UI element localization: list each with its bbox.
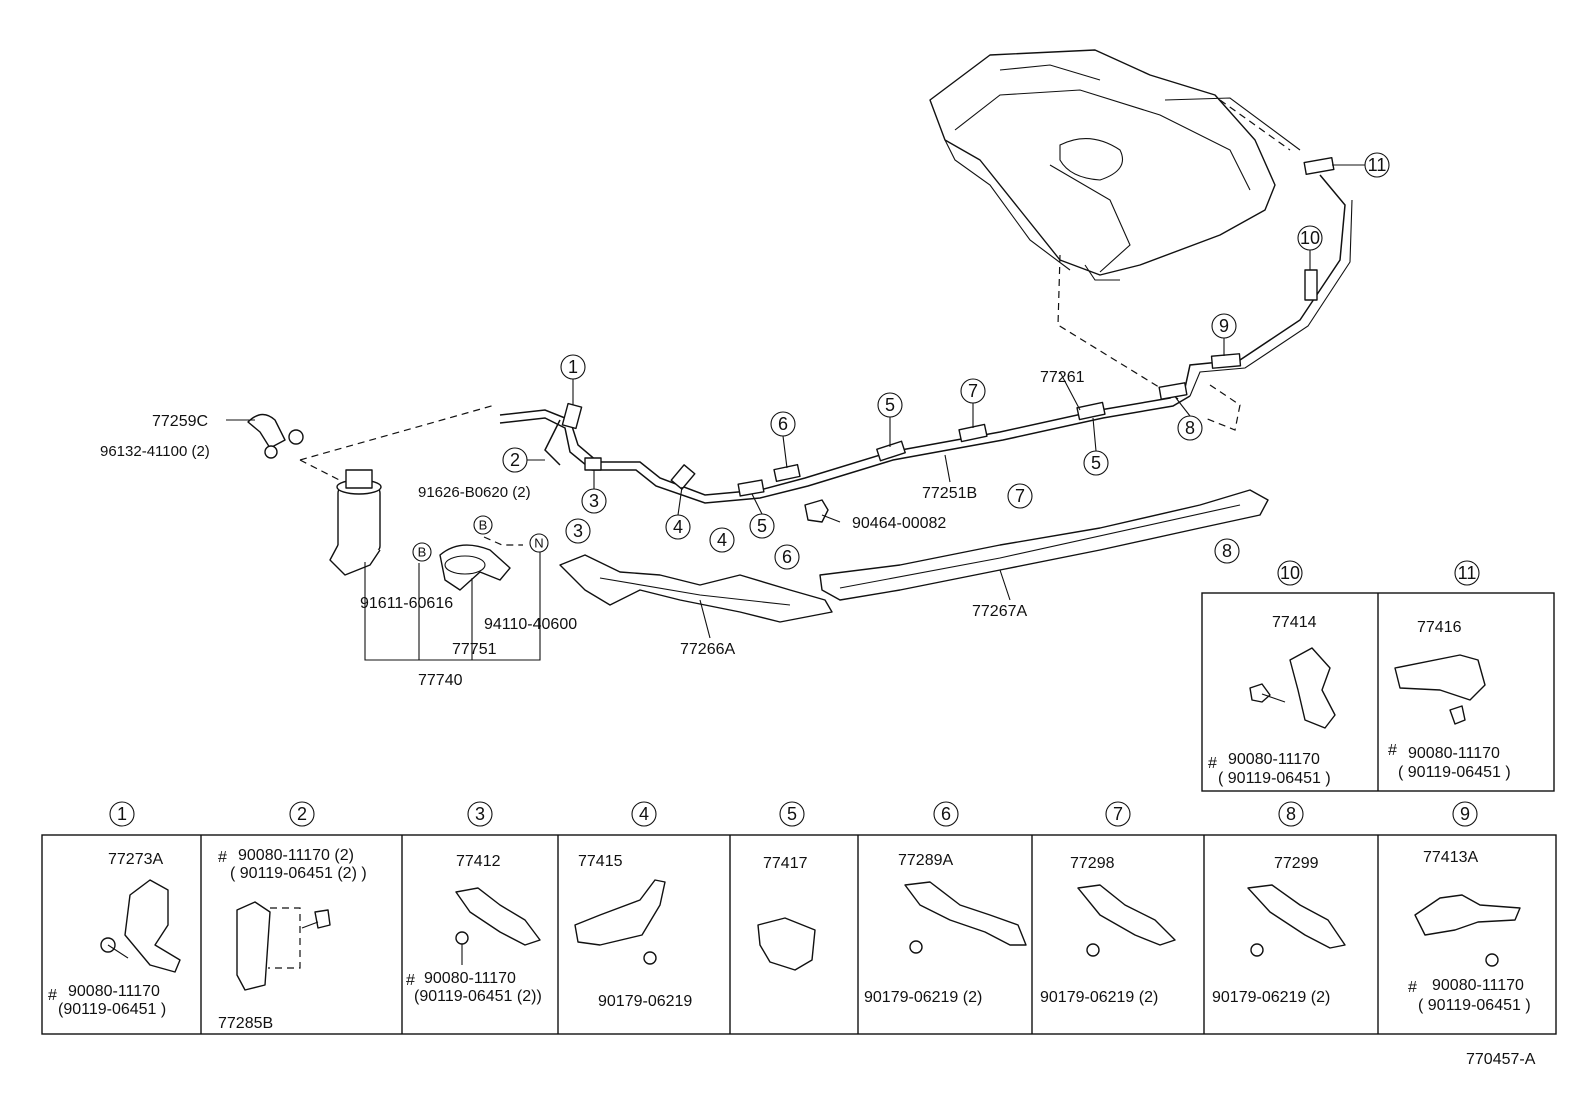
label-protector-rear: 77267A — [972, 603, 1027, 620]
side-10-alt: ( 90119-06451 ) — [1218, 770, 1331, 787]
side-10-bolt: 90080-11170 — [1228, 751, 1320, 768]
letter-b-upper: B — [479, 518, 488, 533]
label-tube-sub: 77251B — [922, 485, 977, 502]
panel-3-hash: # — [406, 972, 415, 989]
label-clamp: 96132-41100 (2) — [100, 443, 210, 460]
panel-4-bolt: 90179-06219 — [598, 993, 692, 1010]
main-callouts: 1 2 3 3 4 4 5 5 5 6 6 7 7 8 8 9 10 11 — [502, 152, 1390, 570]
panel-9-bolt: 90080-11170 — [1432, 977, 1524, 994]
panel-9-part: 77413A — [1423, 849, 1478, 866]
panel-2-part: 77285B — [218, 1015, 273, 1032]
panel-1-hash: # — [48, 987, 57, 1004]
panel-5-num: 5 — [787, 804, 797, 824]
letter-callouts: B B N — [412, 515, 549, 562]
label-bracket: 77751 — [452, 641, 497, 658]
callout-7a: 7 — [968, 381, 978, 401]
callout-3a: 3 — [589, 491, 599, 511]
panel-4-part: 77415 — [578, 853, 623, 870]
hose-and-clamp — [226, 413, 304, 459]
callout-3b: 3 — [573, 521, 583, 541]
panel-7-part: 77298 — [1070, 855, 1115, 872]
label-bolt-b-upper: 91626-B0620 (2) — [418, 484, 531, 501]
canister-bracket — [439, 544, 511, 591]
side-panels: 10 11 77414 # 90080-11170 ( 90119-06451 … — [1201, 560, 1555, 792]
panel-2-bolt: 90080-11170 (2) — [238, 847, 354, 864]
side-11-alt: ( 90119-06451 ) — [1398, 764, 1511, 781]
panel-1-part: 77273A — [108, 851, 163, 868]
panel-9-num: 9 — [1460, 804, 1470, 824]
label-nut: 94110-40600 — [484, 616, 577, 633]
protector-front — [559, 554, 833, 623]
protector-rear — [819, 489, 1269, 601]
panel-3-alt: (90119-06451 (2)) — [414, 988, 542, 1005]
fuel-tank — [929, 49, 1301, 281]
label-canister-assy: 77740 — [418, 672, 463, 689]
panel-7-bolt: 90179-06219 (2) — [1040, 989, 1158, 1006]
label-clip: 90464-00082 — [852, 515, 946, 532]
label-bolt-b-lower: 91611-60616 — [360, 595, 453, 612]
panel-8-bolt: 90179-06219 (2) — [1212, 989, 1330, 1006]
callout-11: 11 — [1368, 155, 1387, 175]
diagram-id: 770457-A — [1466, 1051, 1536, 1068]
label-protector-front: 77266A — [680, 641, 735, 658]
panel-2-hash: # — [218, 849, 227, 866]
callout-4b: 4 — [717, 530, 727, 550]
panel-3-bolt: 90080-11170 — [424, 970, 516, 987]
letter-n: N — [534, 536, 543, 551]
callout-4a: 4 — [673, 517, 683, 537]
callout-leaders — [527, 164, 1365, 639]
panel-2-num: 2 — [297, 804, 307, 824]
panel-2-alt: ( 90119-06451 (2) ) — [230, 865, 367, 882]
panel-6-bolt: 90179-06219 (2) — [864, 989, 982, 1006]
panel-8-part: 77299 — [1274, 855, 1319, 872]
side-10-part: 77414 — [1272, 614, 1317, 631]
callout-6a: 6 — [778, 414, 788, 434]
side-panel-11-num: 11 — [1458, 563, 1477, 583]
panel-5-part: 77417 — [763, 855, 808, 872]
panel-3-part: 77412 — [456, 853, 501, 870]
charcoal-canister — [329, 469, 382, 576]
side-11-bolt: 90080-11170 — [1408, 745, 1500, 762]
side-11-part: 77416 — [1417, 619, 1462, 636]
panel-6-num: 6 — [941, 804, 951, 824]
panel-3-num: 3 — [475, 804, 485, 824]
side-10-hash: # — [1208, 755, 1217, 772]
tube-clips — [561, 156, 1335, 523]
main-labels: 77259C 96132-41100 (2) 91626-B0620 (2) 9… — [100, 369, 1085, 689]
callout-6b: 6 — [782, 547, 792, 567]
letter-b-lower: B — [418, 545, 427, 560]
panel-9-hash: # — [1408, 979, 1417, 996]
callout-9: 9 — [1219, 316, 1229, 336]
callout-7b: 7 — [1015, 486, 1025, 506]
callout-2: 2 — [510, 450, 520, 470]
panel-7-num: 7 — [1113, 804, 1123, 824]
assy-leaders — [364, 536, 541, 661]
panel-1-bolt: 90080-11170 — [68, 983, 160, 1000]
fuel-tubes — [499, 174, 1353, 504]
callout-8b: 8 — [1222, 541, 1232, 561]
label-hose: 77259C — [152, 413, 208, 430]
callout-1: 1 — [568, 357, 578, 377]
callout-10: 10 — [1300, 228, 1320, 248]
callout-5b: 5 — [885, 395, 895, 415]
callout-8a: 8 — [1185, 418, 1195, 438]
panel-4-num: 4 — [639, 804, 649, 824]
side-panel-10-num: 10 — [1280, 563, 1300, 583]
callout-5c: 5 — [1091, 453, 1101, 473]
panel-6-part: 77289A — [898, 852, 953, 869]
panel-1-alt: (90119-06451 ) — [58, 1001, 166, 1018]
side-11-hash: # — [1388, 742, 1397, 759]
panel-1-num: 1 — [117, 804, 127, 824]
bottom-panels: 1 2 3 4 5 6 7 8 9 77273A # 90080-11170 (… — [41, 801, 1557, 1035]
panel-9-alt: ( 90119-06451 ) — [1418, 997, 1531, 1014]
panel-8-num: 8 — [1286, 804, 1296, 824]
callout-5a: 5 — [757, 516, 767, 536]
